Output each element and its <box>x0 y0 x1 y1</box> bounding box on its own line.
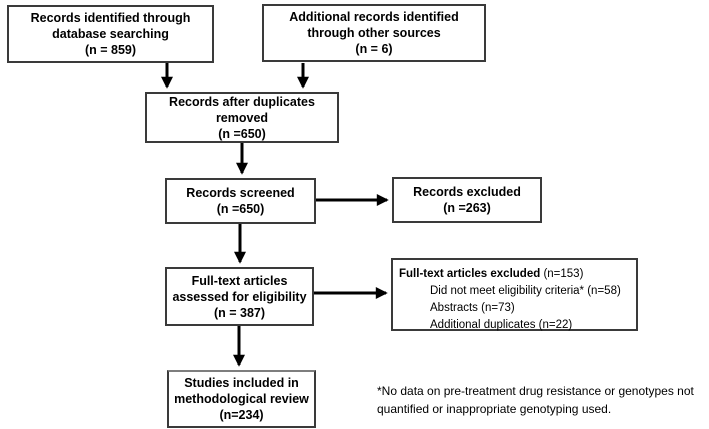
box-line: (n = 859) <box>84 43 137 57</box>
box-line: through other sources <box>307 26 441 40</box>
box-heading-bold: Full-text articles excluded <box>399 268 541 280</box>
box-line: (n =650) <box>216 202 265 216</box>
box-line: Additional records identified <box>289 10 459 24</box>
box-line: Studies included in <box>184 376 299 390</box>
box-line: removed <box>215 110 269 125</box>
box-line: (n = 387) <box>213 305 266 320</box>
exclusion-reason: Abstracts (n=73) <box>430 302 515 314</box>
box-records-identified-db: Records identified through database sear… <box>7 5 214 63</box>
box-line: (n=234) <box>219 408 264 422</box>
exclusion-reason: Additional duplicates (n=22) <box>430 319 573 331</box>
box-line: Records screened <box>186 186 295 200</box>
exclusion-reason: Did not meet eligibility criteria* (n=58… <box>430 285 621 297</box>
box-line: (n =650) <box>218 126 266 141</box>
box-line: (n =263) <box>443 201 491 215</box>
footnote-line: quantified or inappropriate genotyping u… <box>377 402 612 416</box>
box-line: Records excluded <box>413 185 521 199</box>
box-line: Full-text articles <box>191 273 288 288</box>
box-studies-included: Studies included in methodological revie… <box>167 370 316 428</box>
box-heading-count: (n=153) <box>540 268 584 280</box>
box-line: assessed for eligibility <box>172 289 307 304</box>
box-records-screened: Records screened (n =650) <box>165 178 316 224</box>
box-fulltext-excluded: Full-text articles excluded (n=153) Did … <box>391 258 638 331</box>
box-duplicates-removed: Records after duplicates removed (n =650… <box>145 92 339 143</box>
box-additional-records: Additional records identified through ot… <box>262 4 486 62</box>
box-line: Records identified through <box>30 11 191 25</box>
box-line: methodological review <box>174 392 309 406</box>
box-fulltext-assessed: Full-text articles assessed for eligibil… <box>165 267 314 326</box>
box-line: database searching <box>52 27 169 41</box>
box-records-excluded: Records excluded (n =263) <box>392 177 542 223</box>
footnote: *No data on pre-treatment drug resistanc… <box>377 382 707 418</box>
box-line: Records after duplicates <box>169 94 315 109</box>
box-heading: Full-text articles excluded (n=153) <box>399 266 583 283</box>
box-line: (n = 6) <box>355 42 393 56</box>
footnote-line: *No data on pre-treatment drug resistanc… <box>377 384 694 398</box>
